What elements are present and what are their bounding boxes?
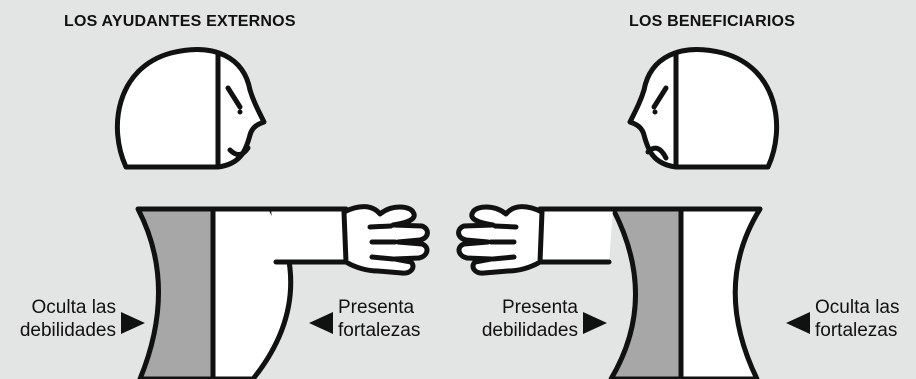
arrow-right-shows xyxy=(583,312,607,334)
left-hidden-side xyxy=(135,206,216,379)
arrow-right-hides xyxy=(786,312,810,334)
right-front-body xyxy=(678,206,763,379)
label-right-hides: Oculta las fortalezas xyxy=(815,296,915,342)
right-figure xyxy=(456,47,780,379)
left-head xyxy=(114,47,267,170)
arrow-left-hides xyxy=(121,312,145,334)
label-left-shows-line1: Presenta xyxy=(338,297,415,318)
label-left-hides-line1: Oculta las xyxy=(31,297,116,318)
label-right-hides-line1: Oculta las xyxy=(815,297,900,318)
right-arm xyxy=(537,206,616,265)
right-hidden-side xyxy=(608,206,684,379)
label-right-shows-line2: debilidades xyxy=(481,320,578,341)
label-right-hides-line2: fortalezas xyxy=(815,320,898,341)
title-left: LOS AYUDANTES EXTERNOS xyxy=(64,13,296,30)
left-arm xyxy=(268,206,349,265)
label-right-shows-line1: Presenta xyxy=(501,297,578,318)
arrow-left-shows xyxy=(309,312,333,334)
title-right: LOS BENEFICIARIOS xyxy=(629,13,796,30)
label-left-hides: Oculta las debilidades xyxy=(6,296,116,342)
label-left-shows-line2: fortalezas xyxy=(338,320,421,341)
label-left-shows: Presenta fortalezas xyxy=(338,296,438,342)
right-head xyxy=(627,47,780,170)
label-right-shows: Presenta debilidades xyxy=(468,296,578,342)
label-left-hides-line2: debilidades xyxy=(19,320,116,341)
